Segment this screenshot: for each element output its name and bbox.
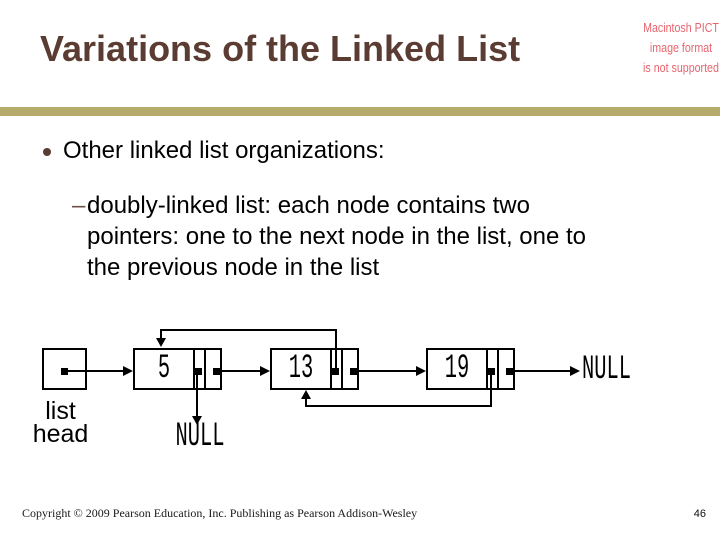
slide-page-number: 46 — [693, 508, 706, 520]
prev-null-arrow-vertical — [196, 374, 198, 417]
pict-unsupported-notice: Macintosh PICT image format is not suppo… — [643, 20, 719, 75]
node-value: 19 — [444, 350, 470, 388]
arrow-line-19-to-null — [514, 370, 571, 372]
bullet-dot-icon — [43, 148, 51, 156]
head-pointer-box — [42, 348, 87, 390]
back-arrow-19-vertical — [490, 374, 492, 407]
list-node-13: 13 — [270, 348, 359, 390]
back-arrow-13-vertical — [335, 329, 337, 370]
pointer-cell-divider — [341, 350, 343, 388]
bullet-text: Other linked list organizations: — [63, 137, 385, 164]
footer-copyright: Copyright © 2009 Pearson Education, Inc.… — [22, 506, 418, 520]
pointer-cell-divider — [486, 350, 488, 388]
pointer-cell-divider — [204, 350, 206, 388]
page-title: Variations of the Linked List — [40, 28, 521, 69]
node-value: 5 — [157, 350, 171, 388]
list-head-label: list head — [32, 397, 89, 448]
arrowhead-right-icon — [123, 366, 133, 376]
node-value: 13 — [288, 350, 314, 388]
prev-pointer-dot — [488, 368, 495, 375]
arrowhead-down-icon — [156, 338, 166, 347]
arrow-line-5-to-13 — [219, 370, 261, 372]
pointer-cell-divider — [497, 350, 499, 388]
back-arrow-13-stub — [160, 329, 162, 339]
prev-null-label: NULL — [175, 418, 225, 456]
arrowhead-right-icon — [416, 366, 426, 376]
arrow-line-13-to-19 — [358, 370, 417, 372]
back-arrow-13-horizontal — [160, 329, 337, 331]
arrowhead-up-icon — [301, 390, 311, 399]
next-pointer-dot — [506, 368, 513, 375]
prev-pointer-dot — [195, 368, 202, 375]
arrow-line-head-to-5 — [68, 370, 124, 372]
arrowhead-down-icon — [192, 416, 202, 425]
prev-pointer-dot — [332, 368, 339, 375]
list-node-19: 19 — [426, 348, 515, 390]
pointer-cell-divider — [330, 350, 332, 388]
sub-bullet-text: doubly-linked list: each node contains t… — [87, 192, 587, 281]
next-null-label: NULL — [582, 351, 631, 389]
list-node-5: 5 — [133, 348, 222, 390]
arrowhead-right-icon — [260, 366, 270, 376]
title-separator-band — [0, 107, 720, 116]
head-pointer-dot — [61, 368, 68, 375]
back-arrow-19-stub — [305, 398, 307, 407]
next-pointer-dot — [350, 368, 357, 375]
sub-bullet-dash-marker: – — [72, 192, 86, 219]
arrowhead-right-icon — [570, 366, 580, 376]
back-arrow-19-horizontal — [305, 405, 492, 407]
next-pointer-dot — [213, 368, 220, 375]
pointer-cell-divider — [193, 350, 195, 388]
